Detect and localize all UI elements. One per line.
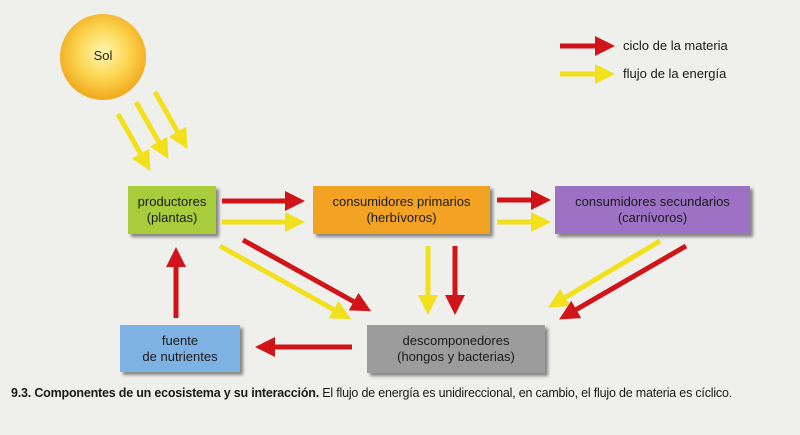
node-secondary-title: consumidores secundarios [575,194,730,209]
energy-arrow-secondary-decomposers [548,238,662,308]
caption-title: Componentes de un ecosistema y su intera… [34,386,319,400]
node-primary-consumers: consumidores primarios (herbívoros) [313,186,490,234]
energy-arrow-sun-producers-1 [115,112,151,172]
figure-caption: 9.3. Componentes de un ecosistema y su i… [11,385,786,402]
node-nutrient-source: fuente de nutrientes [120,325,240,372]
node-producers: productores (plantas) [128,186,216,234]
caption-number: 9.3. [11,386,32,400]
sun-icon [60,14,146,100]
matter-arrow-producers-decomposers [241,237,372,312]
node-secondary-consumers: consumidores secundarios (carnívoros) [555,186,750,234]
node-nutrient-title: fuente [161,332,199,348]
energy-arrow-producers-decomposers [218,243,352,320]
node-decomposers-subtitle: (hongos y bacterias) [397,349,515,364]
node-decomposers: descomponedores (hongos y bacterias) [367,325,545,373]
node-producers-title: productores [137,194,207,209]
node-decomposers-title: descomponedores [402,333,510,348]
node-primary-subtitle: (herbívoros) [366,210,437,225]
energy-arrow-sun-producers-2 [133,100,169,160]
matter-arrow-secondary-decomposers [559,243,688,320]
node-producers-subtitle: (plantas) [146,210,198,225]
legend-energy-label: flujo de la energía [623,66,727,81]
node-secondary-subtitle: (carnívoros) [617,210,688,225]
sun-label: Sol [93,48,113,63]
caption-text: El flujo de energía es unidireccional, e… [322,386,732,400]
node-primary-title: consumidores primarios [332,194,471,209]
legend-matter-label: ciclo de la materia [623,38,728,53]
node-nutrient-subtitle: de nutrientes [142,348,218,364]
energy-arrow-sun-producers-3 [152,90,188,150]
